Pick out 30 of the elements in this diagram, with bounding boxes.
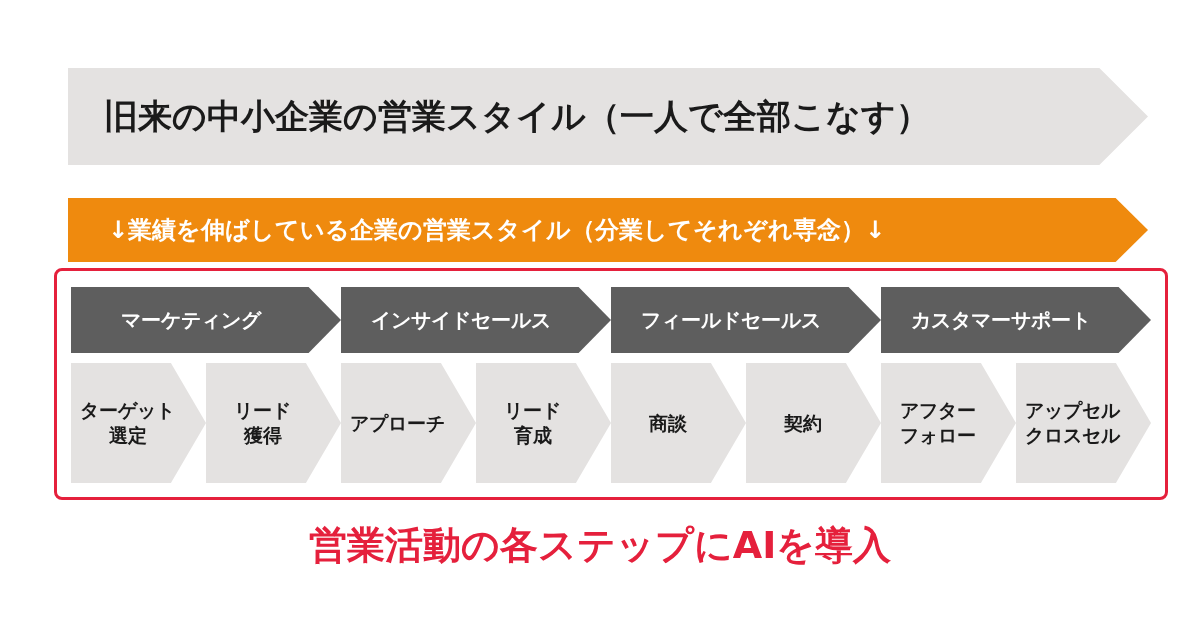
stage-header <box>341 287 611 353</box>
step-panel <box>1016 363 1151 483</box>
step-label: アップセルクロスセル <box>1025 398 1120 448</box>
step-label: リード獲得 <box>234 398 291 448</box>
step-panel <box>746 363 881 483</box>
step-panel <box>881 363 1016 483</box>
step-label: 商談 <box>647 410 688 436</box>
frame-box <box>54 268 1168 500</box>
step-label: アプローチ <box>349 410 446 436</box>
step-panel <box>206 363 341 483</box>
step-panel <box>476 363 611 483</box>
step-label: ↓業績を伸ばしている企業の営業スタイル（分業してそれぞれ専念）↓ <box>108 215 886 246</box>
step-label: インサイドセールス <box>371 306 551 334</box>
step-panel <box>341 363 476 483</box>
stage-header <box>611 287 881 353</box>
step-label: ターゲット選定 <box>80 398 175 448</box>
step-panel <box>71 363 206 483</box>
headline-text: 営業活動の各ステップにAIを導入 <box>307 522 893 569</box>
step-label: アフターフォロー <box>899 398 976 448</box>
heading-banner <box>68 68 1148 165</box>
step-label: 契約 <box>782 410 823 436</box>
step-label: フィールドセールス <box>641 306 821 334</box>
stage-header <box>71 287 341 353</box>
step-panel <box>611 363 746 483</box>
heading-banner <box>68 198 1148 262</box>
step-label: リード育成 <box>504 398 561 448</box>
step-label: 旧来の中小企業の営業スタイル（一人で全部こなす） <box>104 94 930 138</box>
stage-header <box>881 287 1151 353</box>
step-label: マーケティング <box>121 306 261 334</box>
step-label: カスタマーサポート <box>911 306 1091 334</box>
